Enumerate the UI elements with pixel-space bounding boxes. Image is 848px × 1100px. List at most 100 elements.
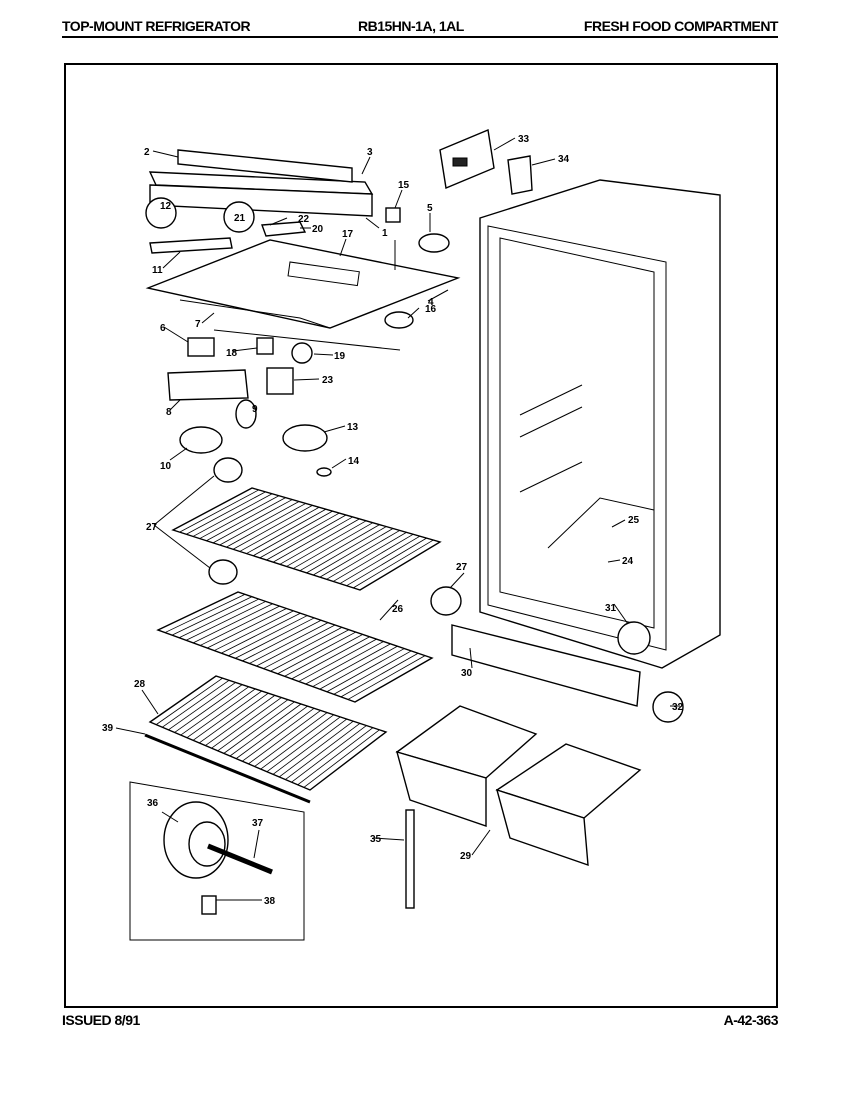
shelf-wire bbox=[347, 655, 426, 700]
shelf-wire bbox=[263, 627, 343, 669]
callout-31: 31 bbox=[605, 603, 617, 614]
part-9 bbox=[235, 399, 257, 429]
part-12-detail bbox=[145, 197, 177, 229]
callout-17: 17 bbox=[342, 229, 354, 240]
part-20-plate bbox=[261, 221, 307, 237]
part-27-support bbox=[213, 457, 243, 483]
callout-6: 6 bbox=[160, 323, 166, 334]
part-5 bbox=[418, 233, 450, 253]
shelf-wire bbox=[270, 629, 350, 672]
shelf-wire bbox=[303, 729, 380, 788]
shelf-wire bbox=[339, 535, 421, 584]
shelf-wire bbox=[186, 491, 266, 535]
shelf-wire bbox=[206, 497, 286, 542]
part-15-knob bbox=[385, 207, 401, 223]
callout-27b: 27 bbox=[456, 562, 468, 573]
shelf-wire bbox=[223, 701, 295, 754]
shelf-wire bbox=[326, 648, 405, 693]
part-14 bbox=[316, 467, 332, 477]
crisper-drawer-right bbox=[495, 743, 642, 867]
shelf-wire bbox=[212, 499, 293, 544]
part-13 bbox=[282, 424, 328, 452]
part-10 bbox=[179, 426, 223, 454]
part-27-support bbox=[430, 586, 462, 616]
callout-30: 30 bbox=[461, 668, 473, 679]
roller-inset bbox=[129, 781, 305, 941]
part-21-detail bbox=[223, 201, 255, 233]
shelf-wire bbox=[254, 712, 328, 767]
callout-24: 24 bbox=[622, 556, 634, 567]
callout-11: 11 bbox=[152, 265, 163, 276]
control-panel-liner bbox=[145, 239, 461, 329]
part-19-bulb bbox=[291, 342, 313, 364]
callout-13: 13 bbox=[347, 422, 359, 433]
shelf-wire bbox=[214, 610, 294, 651]
callout-39: 39 bbox=[102, 723, 114, 734]
shelf-wire bbox=[162, 679, 230, 728]
callout-38: 38 bbox=[264, 896, 276, 907]
shelf-wire bbox=[207, 608, 287, 649]
shelf-wire bbox=[226, 503, 306, 548]
shelf-wire bbox=[305, 641, 384, 685]
shelf-wire bbox=[291, 725, 367, 783]
part-27-support bbox=[208, 559, 238, 585]
part-30-trim bbox=[451, 624, 641, 707]
shelf-wire bbox=[256, 624, 336, 667]
shelf-wire bbox=[284, 634, 363, 677]
shelf-crisper-cover-wires bbox=[155, 677, 380, 788]
shelf-wire bbox=[259, 512, 340, 559]
callout-4: 4 bbox=[428, 297, 434, 308]
callout-1: 1 bbox=[382, 228, 388, 239]
shelf-wire bbox=[246, 508, 327, 554]
shelf-wire bbox=[306, 526, 387, 574]
shelf-wire bbox=[192, 493, 273, 537]
shelf-wire bbox=[242, 707, 315, 762]
shelf-wire bbox=[164, 593, 246, 633]
header-model: RB15HN-1A, 1AL bbox=[358, 18, 464, 34]
callout-28: 28 bbox=[134, 679, 146, 690]
shelf-wire bbox=[248, 710, 321, 765]
shelf-wire bbox=[353, 539, 434, 589]
shelf-wire bbox=[180, 686, 249, 736]
shelf-wire bbox=[333, 533, 414, 582]
shelf-wire bbox=[319, 530, 400, 578]
shelf-upper-wires bbox=[179, 489, 434, 589]
shelf-wire bbox=[272, 516, 353, 563]
shelf-wire bbox=[285, 723, 361, 780]
shelf-wire bbox=[312, 643, 391, 687]
control-housing bbox=[148, 149, 374, 217]
callout-27: 27 bbox=[146, 522, 158, 533]
callout-21: 21 bbox=[234, 213, 246, 224]
shelf-wire bbox=[235, 705, 308, 759]
callout-8: 8 bbox=[166, 407, 172, 418]
leader-lines bbox=[115, 137, 680, 901]
shelf-wire bbox=[326, 532, 407, 580]
shelf-wire bbox=[239, 506, 320, 552]
callout-14: 14 bbox=[348, 456, 360, 467]
shelf-wire bbox=[340, 652, 419, 698]
crisper-drawer-left bbox=[395, 705, 538, 827]
shelf-wire bbox=[260, 714, 334, 770]
part-39-trim bbox=[144, 733, 311, 804]
shelf-wire bbox=[178, 598, 259, 639]
shelf-wire bbox=[211, 697, 282, 749]
callout-labels: 1 2 3 4 5 6 7 8 9 10 11 12 13 14 15 16 1… bbox=[102, 134, 684, 907]
part-23 bbox=[266, 367, 294, 395]
shelf-wire bbox=[252, 510, 333, 557]
callout-19: 19 bbox=[334, 351, 346, 362]
callout-2: 2 bbox=[144, 147, 150, 158]
shelf-wire bbox=[200, 605, 280, 646]
shelf-wire bbox=[232, 505, 313, 550]
shelf-wire bbox=[272, 718, 348, 775]
shelf-wire bbox=[293, 522, 374, 569]
callout-12: 12 bbox=[160, 201, 172, 212]
diagram-frame bbox=[64, 63, 778, 1008]
callout-29: 29 bbox=[460, 851, 472, 862]
refrigerator-cabinet bbox=[479, 179, 721, 669]
callout-33: 33 bbox=[518, 134, 530, 145]
header-rule bbox=[62, 36, 778, 38]
footer-code: A-42-363 bbox=[723, 1012, 779, 1028]
header-title: TOP-MOUNT REFRIGERATOR bbox=[62, 18, 251, 34]
shelf-wire bbox=[193, 603, 273, 644]
